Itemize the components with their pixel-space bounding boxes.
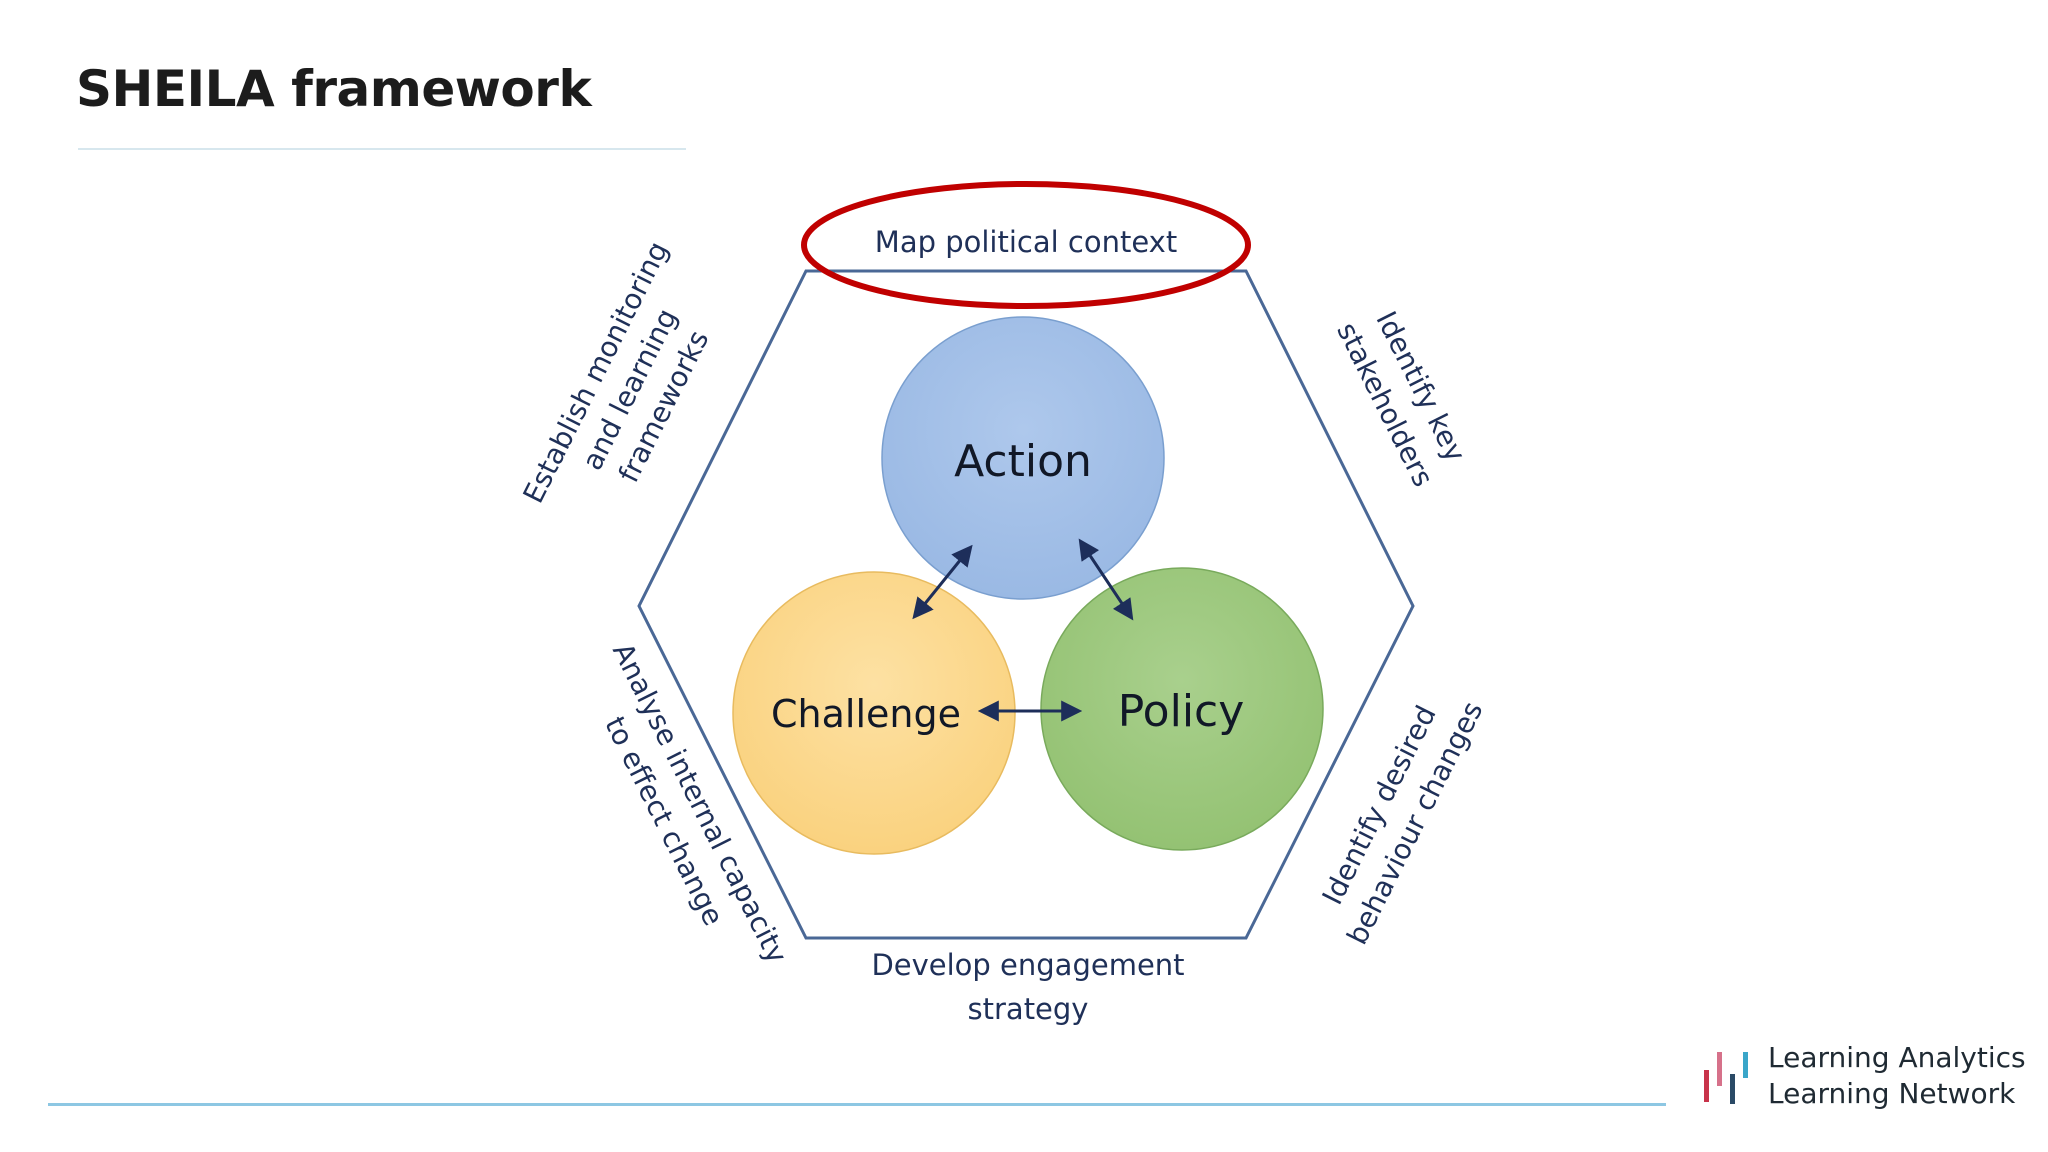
action-label: Action: [954, 436, 1092, 487]
slide-title: SHEILA framework: [76, 60, 592, 118]
step-identify-stakeholders: Identify key stakeholders: [1330, 306, 1472, 492]
highlight-ellipse: [801, 181, 1251, 309]
action-circle: [881, 316, 1165, 600]
logo-text: Learning Analytics Learning Network: [1768, 1040, 2026, 1112]
step-identify-behaviour-changes: Identify desired behaviour changes: [1316, 696, 1490, 950]
action-challenge-arrow: [912, 544, 973, 620]
footer-divider: [48, 1103, 1666, 1106]
step-establish-monitoring: Establish monitoring and learning framew…: [516, 236, 715, 508]
step-develop-engagement-line1: Develop engagement: [871, 948, 1184, 982]
logo-bars-icon: [1704, 1052, 1748, 1104]
step-map-political-context: Map political context: [875, 225, 1177, 259]
policy-label: Policy: [1118, 686, 1245, 737]
logo-line2: Learning Network: [1768, 1077, 2016, 1110]
title-divider: [78, 148, 686, 150]
challenge-label: Challenge: [771, 692, 961, 736]
step-develop-engagement-line2: strategy: [968, 992, 1089, 1026]
logo-line1: Learning Analytics: [1768, 1041, 2026, 1074]
framework-hexagon: [637, 269, 1415, 940]
learning-analytics-logo: Learning Analytics Learning Network: [1700, 1040, 2026, 1112]
action-policy-arrow: [1078, 538, 1134, 621]
